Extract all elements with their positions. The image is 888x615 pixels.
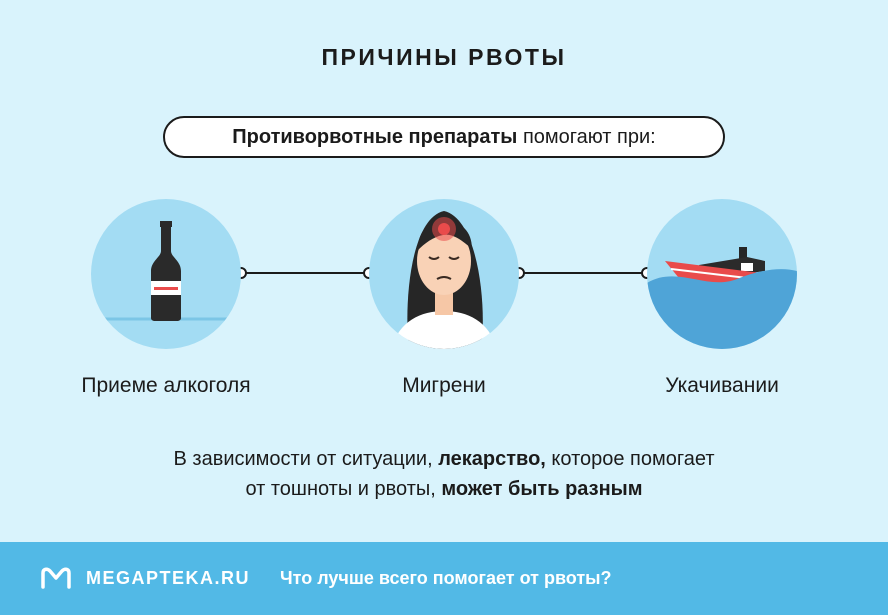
intro-pill: Противорвотные препараты помогают при: bbox=[163, 116, 725, 158]
intro-bold-text: Противорвотные препараты bbox=[232, 125, 518, 148]
footer-brand[interactable]: MEGAPTEKA.RU bbox=[86, 568, 251, 588]
alcohol-bottle-icon bbox=[91, 199, 241, 349]
note-line-1: В зависимости от ситуации, лекарство, ко… bbox=[0, 444, 888, 474]
cause-label-motion-sickness: Укачивании bbox=[665, 374, 779, 397]
page-title: ПРИЧИНЫ РВОТЫ bbox=[321, 44, 567, 70]
cause-label-migraine: Мигрени bbox=[402, 374, 486, 397]
intro-rest-text: помогают при: bbox=[522, 125, 656, 148]
megapteka-logo-icon bbox=[41, 567, 71, 589]
note-text: которое помогает bbox=[551, 448, 715, 470]
note-text: В зависимости от ситуации, bbox=[173, 448, 433, 470]
note-line-2: от тошноты и рвоты, может быть разным bbox=[0, 474, 888, 504]
footer-tagline: Что лучше всего помогает от рвоты? bbox=[280, 568, 612, 588]
cause-label-alcohol: Приеме алкоголя bbox=[81, 374, 251, 397]
footer-bar: MEGAPTEKA.RU Что лучше всего помогает от… bbox=[0, 542, 888, 615]
migraine-woman-icon bbox=[369, 199, 519, 349]
note-bold-text: может быть разным bbox=[441, 478, 643, 500]
note-text: от тошноты и рвоты, bbox=[245, 478, 436, 500]
note-bold-text: лекарство, bbox=[438, 448, 546, 470]
info-note: В зависимости от ситуации, лекарство, ко… bbox=[0, 444, 888, 504]
boat-on-waves-icon bbox=[647, 199, 797, 349]
